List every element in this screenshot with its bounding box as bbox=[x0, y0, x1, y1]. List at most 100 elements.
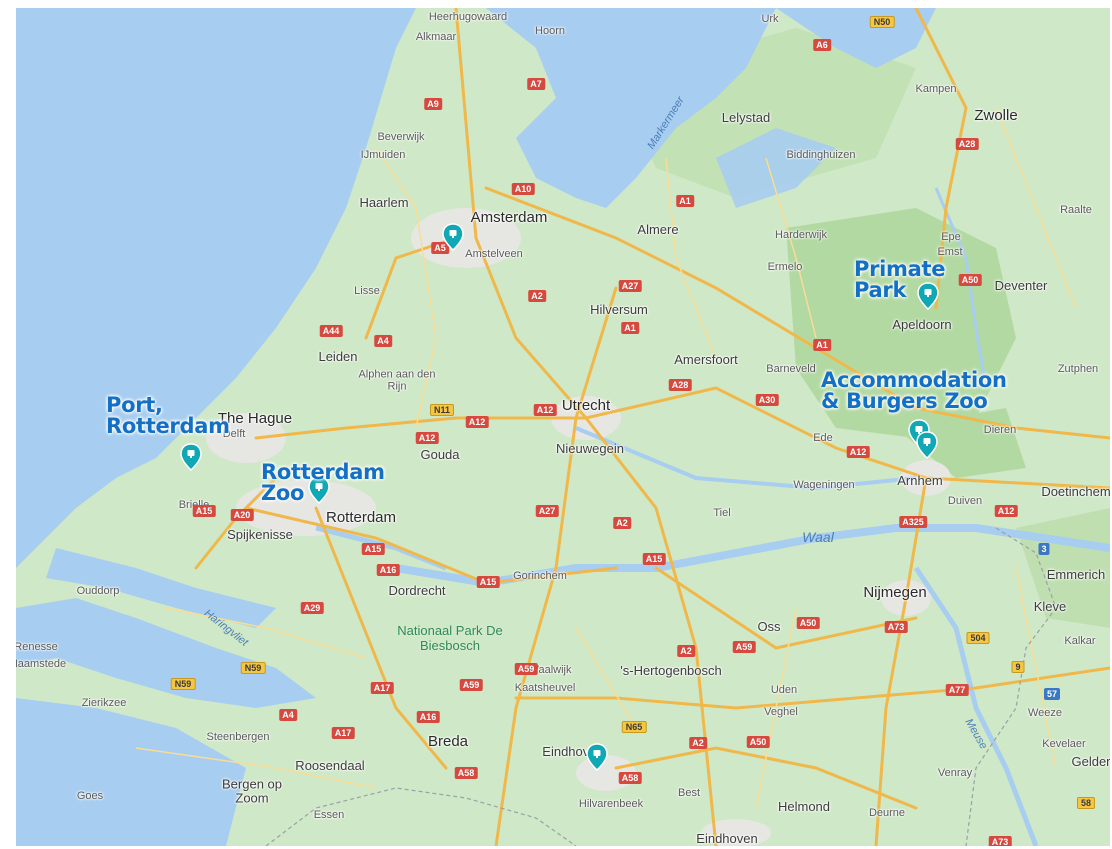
city-label: Essen bbox=[313, 809, 345, 822]
map-pin-icon[interactable] bbox=[917, 282, 939, 315]
city-label: Best bbox=[677, 787, 701, 800]
city-label: Breda bbox=[427, 733, 469, 751]
poi-label-line: Park bbox=[854, 278, 907, 302]
road-shield: A2 bbox=[677, 645, 695, 657]
city-label: Gorinchem bbox=[513, 570, 567, 583]
road-shield: A7 bbox=[527, 78, 545, 90]
road-shield: A12 bbox=[533, 404, 557, 416]
city-label: Veghel bbox=[764, 706, 798, 719]
road-shield: A59 bbox=[732, 641, 756, 653]
road-shield: A10 bbox=[511, 183, 535, 195]
road-shield: A4 bbox=[374, 335, 392, 347]
road-shield: A1 bbox=[813, 339, 831, 351]
city-label: Leiden bbox=[318, 349, 358, 365]
poi-label-port-rotterdam[interactable]: Port, Rotterdam bbox=[106, 395, 230, 437]
poi-label-line: Primate bbox=[854, 257, 946, 281]
city-label: Heerhugowaard bbox=[428, 11, 508, 24]
road-shield: A2 bbox=[689, 737, 707, 749]
road-shield: N59 bbox=[170, 678, 196, 690]
city-label: Ede bbox=[813, 432, 833, 445]
map-pin-icon[interactable] bbox=[180, 443, 202, 476]
city-label: Barneveld bbox=[766, 363, 816, 376]
city-label: Urk bbox=[761, 13, 779, 26]
city-label: Alphen aan den Rijn bbox=[358, 368, 436, 392]
city-label: Ermelo bbox=[767, 261, 803, 274]
road-shield: A16 bbox=[416, 711, 440, 723]
road-shield: A16 bbox=[376, 564, 400, 576]
map-canvas[interactable]: Heerhugowaard Hoorn Alkmaar Urk Kampen L… bbox=[16, 8, 1110, 846]
city-label: IJmuiden bbox=[360, 149, 406, 162]
road-shield: A58 bbox=[454, 767, 478, 779]
city-label: Roosendaal bbox=[295, 758, 365, 774]
road-shield: A27 bbox=[535, 505, 559, 517]
poi-label-primate-park[interactable]: Primate Park bbox=[854, 259, 945, 301]
road-shield: A12 bbox=[415, 432, 439, 444]
city-label: Amersfoort bbox=[674, 352, 738, 368]
city-label: Lisse bbox=[354, 285, 380, 298]
city-label: Tiel bbox=[713, 507, 731, 520]
map-pin-icon[interactable] bbox=[442, 223, 464, 256]
road-shield: A17 bbox=[331, 727, 355, 739]
road-shield: A58 bbox=[618, 772, 642, 784]
road-shield: A29 bbox=[300, 602, 324, 614]
road-shield: A17 bbox=[370, 682, 394, 694]
road-shield: A4 bbox=[279, 709, 297, 721]
map-pin-icon[interactable] bbox=[586, 743, 608, 776]
poi-label-line: Zoo bbox=[261, 481, 305, 505]
road-shield: A50 bbox=[796, 617, 820, 629]
city-label: Deurne bbox=[868, 807, 906, 820]
poi-label-line: Accommodation bbox=[821, 368, 1007, 392]
map-pin-icon[interactable] bbox=[916, 431, 938, 464]
city-label: Biddinghuizen bbox=[786, 149, 856, 162]
road-shield: A50 bbox=[958, 274, 982, 286]
city-label: Spijkenisse bbox=[227, 527, 293, 543]
city-label: Gouda bbox=[420, 447, 460, 463]
road-shield: A59 bbox=[514, 663, 538, 675]
city-label: Beverwijk bbox=[377, 131, 425, 144]
road-shield: A15 bbox=[642, 553, 666, 565]
road-shield: A73 bbox=[988, 836, 1012, 846]
city-label: Rotterdam bbox=[325, 509, 397, 527]
city-label: Amstelveen bbox=[465, 248, 523, 261]
map-pin-icon[interactable] bbox=[308, 476, 330, 509]
road-shield: A73 bbox=[884, 621, 908, 633]
road-shield: A77 bbox=[945, 684, 969, 696]
city-label: Nijmegen bbox=[863, 584, 927, 602]
city-label: Kaatsheuvel bbox=[514, 682, 576, 695]
road-shield: A5 bbox=[431, 242, 449, 254]
road-shield: A1 bbox=[676, 195, 694, 207]
city-label: Harderwijk bbox=[775, 229, 827, 242]
city-label: Zierikzee bbox=[81, 697, 127, 710]
road-shield: A1 bbox=[621, 322, 639, 334]
water-label: Waal bbox=[802, 529, 834, 545]
city-label: Kalkar bbox=[1064, 635, 1096, 648]
road-shield: N11 bbox=[429, 404, 455, 416]
city-label: Haamstede bbox=[16, 658, 67, 671]
road-shield: N50 bbox=[869, 16, 895, 28]
city-label: Haarlem bbox=[359, 195, 409, 211]
poi-label-rotterdam-zoo[interactable]: Rotterdam Zoo bbox=[261, 462, 385, 504]
city-label: Renesse bbox=[16, 641, 58, 654]
city-label: Hilvarenbeek bbox=[578, 798, 644, 811]
city-label: Weeze bbox=[1027, 707, 1063, 720]
poi-label-burgers-zoo[interactable]: Accommodation & Burgers Zoo bbox=[821, 370, 1007, 412]
city-label: Dordrecht bbox=[388, 583, 446, 599]
city-label: Deventer bbox=[994, 278, 1048, 294]
road-shield: 504 bbox=[966, 632, 990, 644]
city-label: Emmerich bbox=[1046, 567, 1106, 583]
road-shield: A59 bbox=[459, 679, 483, 691]
poi-label-line: Rotterdam bbox=[261, 460, 385, 484]
city-label: Uden bbox=[770, 684, 798, 697]
city-label: Helmond bbox=[777, 799, 831, 815]
city-label: Oss bbox=[757, 619, 781, 635]
road-shield: 58 bbox=[1076, 797, 1096, 809]
city-label: Waalwijk bbox=[528, 664, 572, 677]
city-label: Steenbergen bbox=[206, 731, 270, 744]
road-shield: N59 bbox=[240, 662, 266, 674]
city-label: Zutphen bbox=[1057, 363, 1099, 376]
city-label: Zwolle bbox=[974, 107, 1018, 125]
city-label: Emst bbox=[937, 246, 963, 259]
city-label: Apeldoorn bbox=[892, 317, 952, 333]
city-label: Duiven bbox=[947, 495, 983, 508]
road-shield: N65 bbox=[621, 721, 647, 733]
